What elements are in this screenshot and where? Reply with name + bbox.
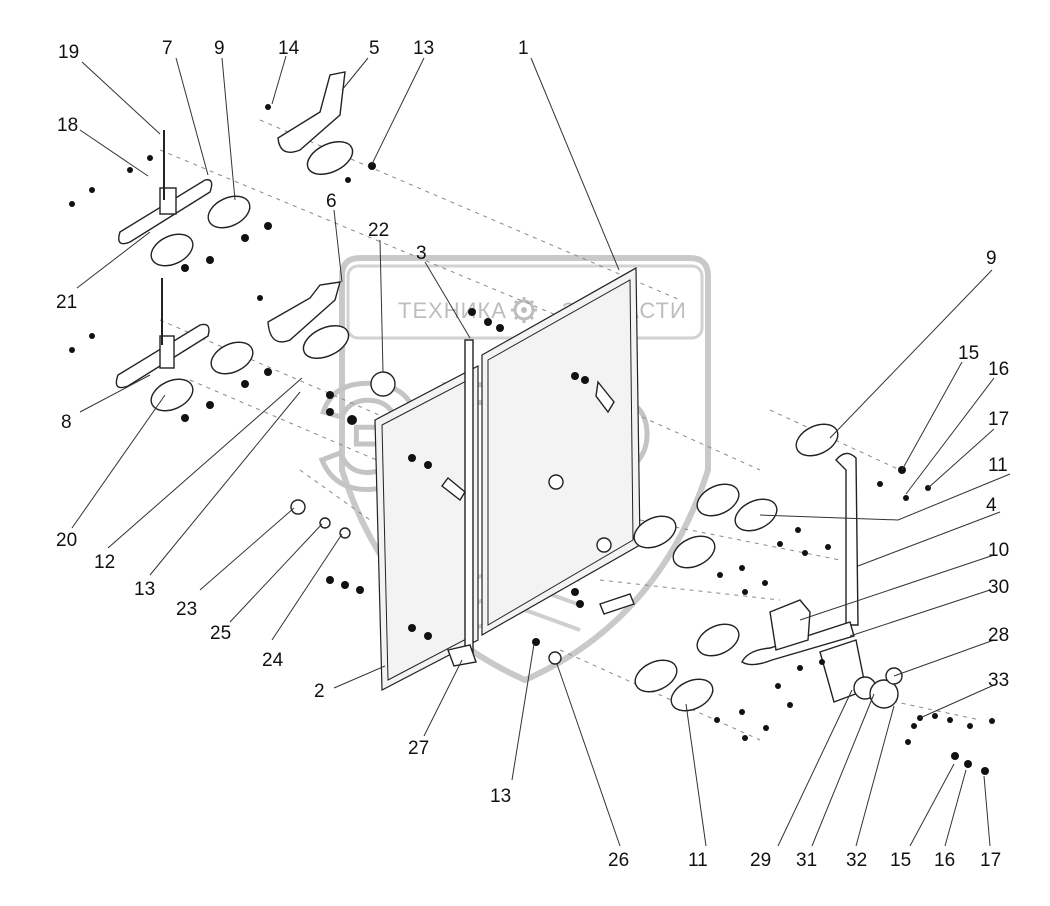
callout-16-bottom: 16: [934, 850, 955, 871]
callout-9-right: 9: [986, 248, 997, 269]
callout-21: 21: [56, 292, 77, 313]
callout-13-bottom: 13: [490, 786, 511, 807]
callout-6: 6: [326, 191, 337, 212]
callout-31: 31: [796, 850, 817, 871]
part-4-rod: [835, 452, 859, 626]
fasteners: [69, 104, 995, 775]
leader-lines: [71, 55, 1011, 847]
callout-7: 7: [162, 38, 173, 59]
part-25-washer: [319, 517, 331, 529]
callout-3: 3: [416, 243, 427, 264]
callout-1: 1: [518, 38, 529, 59]
part-1-right-panel: [481, 266, 641, 637]
part-22-knob: [370, 371, 396, 397]
part-9-spacer-upper: [207, 195, 251, 229]
callout-4: 4: [986, 495, 997, 516]
hinge-knuckle: [159, 187, 177, 215]
callout-33: 33: [988, 670, 1009, 691]
callout-29: 29: [750, 850, 771, 871]
callout-labels: 19 7 9 14 5 13 1 18 6 22 3 21 9 15 16 17…: [56, 38, 1009, 871]
part-27-latch: [447, 644, 477, 667]
callout-16: 16: [988, 359, 1009, 380]
hinge-knuckle-lower: [159, 335, 175, 369]
spacer-right-4: [696, 623, 740, 657]
brace-assembly: [633, 423, 903, 712]
handle-right-top: [595, 380, 615, 414]
callout-5: 5: [369, 38, 380, 59]
callout-15: 15: [958, 343, 979, 364]
part-24-washer: [339, 527, 351, 539]
upper-hinge-group: [118, 71, 354, 267]
callout-17-bottom: 17: [980, 850, 1001, 871]
spacer-upper-right: [306, 141, 354, 175]
part-10-plate: [769, 599, 811, 651]
part-9-spacer-right: [795, 423, 839, 457]
callout-14: 14: [278, 38, 300, 59]
watermark-shield-outline: [339, 255, 711, 684]
spacer-right-2: [633, 515, 677, 549]
callout-24: 24: [262, 650, 284, 671]
handle-left: [441, 476, 466, 502]
part-21-spacer: [150, 233, 194, 267]
handle-right-bottom: [599, 593, 635, 615]
part-11-spacer-lower: [670, 678, 714, 712]
callout-25: 25: [210, 623, 231, 644]
part-3-seal-strip: [464, 339, 474, 661]
handles: [290, 371, 635, 667]
callout-12: 12: [94, 552, 115, 573]
lower-hinge-group: [115, 278, 350, 412]
callout-32: 32: [846, 850, 867, 871]
part-23-stop: [290, 499, 306, 515]
spacer-lower: [210, 341, 254, 375]
callout-18: 18: [57, 115, 78, 136]
callout-11: 11: [988, 455, 1008, 476]
part-11-spacer: [734, 498, 778, 532]
part-32-flange: [869, 679, 899, 709]
panel-hole-2: [596, 537, 612, 553]
callout-9: 9: [214, 38, 225, 59]
callout-11-bottom: 11: [688, 850, 708, 871]
door-panels: [374, 266, 641, 691]
callout-26: 26: [608, 850, 629, 871]
callout-8: 8: [61, 412, 72, 433]
callout-20: 20: [56, 530, 77, 551]
callout-15-bottom: 15: [890, 850, 911, 871]
spacer-right-5: [634, 659, 678, 693]
callout-10: 10: [988, 540, 1009, 561]
callout-13: 13: [413, 38, 434, 59]
spacer-right-3: [672, 535, 716, 569]
spacer-lower-right: [302, 325, 350, 359]
callout-2: 2: [314, 681, 325, 702]
gear-icon: [511, 297, 537, 323]
part-20-spacer: [150, 378, 194, 412]
callout-13-left: 13: [134, 579, 155, 600]
part-26-washer: [548, 651, 562, 665]
callout-28: 28: [988, 625, 1009, 646]
callout-22: 22: [368, 220, 389, 241]
panel-hole-1: [548, 474, 564, 490]
callout-27: 27: [408, 738, 429, 759]
callout-23: 23: [176, 599, 197, 620]
callout-30: 30: [988, 577, 1009, 598]
spacer-right-1: [696, 483, 740, 517]
callout-17: 17: [988, 409, 1009, 430]
callout-19: 19: [58, 42, 79, 63]
part-6-bracket: [267, 281, 341, 343]
part-5-bracket: [277, 71, 346, 153]
part-2-left-panel: [374, 365, 479, 691]
